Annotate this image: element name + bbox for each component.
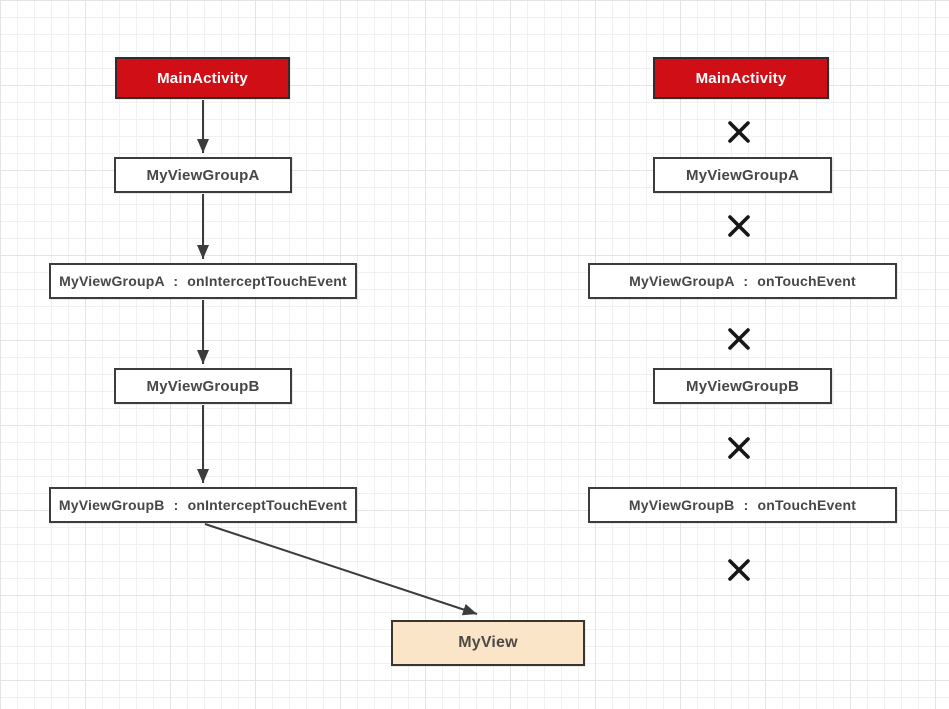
cross-icon [726,435,752,461]
node-left-myviewgroupa[interactable]: MyViewGroupA [114,157,292,193]
node-right-mainactivity[interactable]: MainActivity [653,57,829,99]
node-left-mainactivity[interactable]: MainActivity [115,57,290,99]
node-right-myviewgroupb-ontouchevent[interactable]: MyViewGroupB : onTouchEvent [588,487,897,523]
cross-icon [726,213,752,239]
cross-icon [726,119,752,145]
node-left-myviewgroupb[interactable]: MyViewGroupB [114,368,292,404]
cross-icon [726,326,752,352]
node-right-myviewgroupa-ontouchevent[interactable]: MyViewGroupA : onTouchEvent [588,263,897,299]
node-left-myviewgroupb-onintercepttouchevent[interactable]: MyViewGroupB : onInterceptTouchEvent [49,487,357,523]
node-right-myviewgroupb[interactable]: MyViewGroupB [653,368,832,404]
cross-icon [726,557,752,583]
node-left-myviewgroupa-onintercepttouchevent[interactable]: MyViewGroupA : onInterceptTouchEvent [49,263,357,299]
node-myview[interactable]: MyView [391,620,585,666]
node-right-myviewgroupa[interactable]: MyViewGroupA [653,157,832,193]
arrow-intercept-b-to-myview [204,523,478,616]
